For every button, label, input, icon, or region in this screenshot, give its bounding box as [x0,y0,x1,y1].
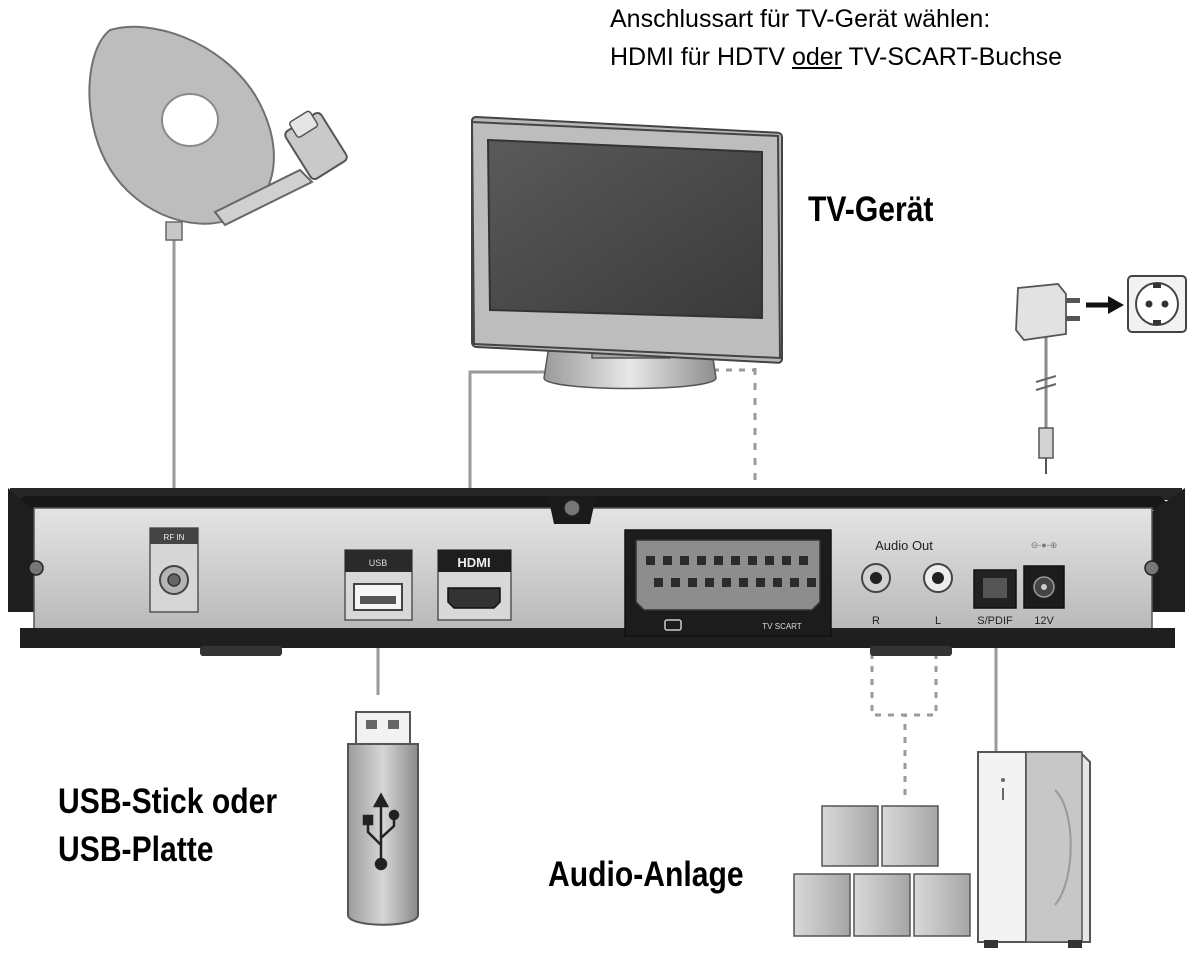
scart-pin [680,556,689,565]
wall-socket-icon [1128,276,1186,332]
scart-pin [807,578,816,587]
scart-pin [765,556,774,565]
caption-hdmi: HDMI für HDTV [610,43,792,71]
audio-label: Audio-Anlage [548,855,744,895]
audio-l-jack[interactable] [924,564,952,592]
rf-in-port[interactable]: RF IN [150,528,198,612]
audio-r-label: R [872,615,880,627]
subwoofer-icon [978,752,1090,948]
scart-pin [654,578,663,587]
scart-pin [646,556,655,565]
scart-pin [739,578,748,587]
spdif-port[interactable]: S/PDIF [974,570,1016,627]
scart-pin [714,556,723,565]
audio-l-label: L [935,615,941,627]
scart-pin [705,578,714,587]
tv-label: TV-Gerät [808,190,933,230]
scart-pin [799,556,808,565]
speakers-icon [794,806,970,936]
scart-pin [722,578,731,587]
power-label: 12V [1034,615,1054,627]
scart-pin [663,556,672,565]
hdmi-port[interactable]: HDMI [438,550,511,620]
usb-stick-icon [348,712,418,925]
spdif-label: S/PDIF [977,615,1013,627]
satellite-dish-icon [89,27,348,240]
scart-pin [697,556,706,565]
audio-out-label: Audio Out [875,538,933,553]
caption-line-1: Anschlussart für TV-Gerät wählen: [610,2,990,36]
usb-label-line-1: USB-Stick oder [58,782,277,822]
arrow-right-icon [1086,296,1124,314]
tv-icon [472,117,782,389]
scart-pin [748,556,757,565]
scart-port[interactable]: TV SCART [625,530,831,636]
caption-oder: oder [792,43,842,71]
caption-line-2: HDMI für HDTV oder TV-SCART-Buchse [610,40,1062,74]
audio-r-jack[interactable] [862,564,890,592]
power-symbol: ⊖-●-⊕ [1031,540,1058,550]
usb-port[interactable]: USB [345,550,412,620]
audio-r-cable [872,640,905,800]
scart-pin [688,578,697,587]
scart-pin [782,556,791,565]
usb-label-line-2: USB-Platte [58,830,214,870]
rf-in-label: RF IN [164,533,185,542]
scart-pin [731,556,740,565]
usb-port-label: USB [369,558,388,568]
scart-pin [773,578,782,587]
scart-label: TV SCART [762,622,802,631]
scart-pin [756,578,765,587]
scart-pin [790,578,799,587]
scart-pin [671,578,680,587]
caption-scart: TV-SCART-Buchse [842,43,1062,71]
hdmi-port-label: HDMI [457,555,490,570]
